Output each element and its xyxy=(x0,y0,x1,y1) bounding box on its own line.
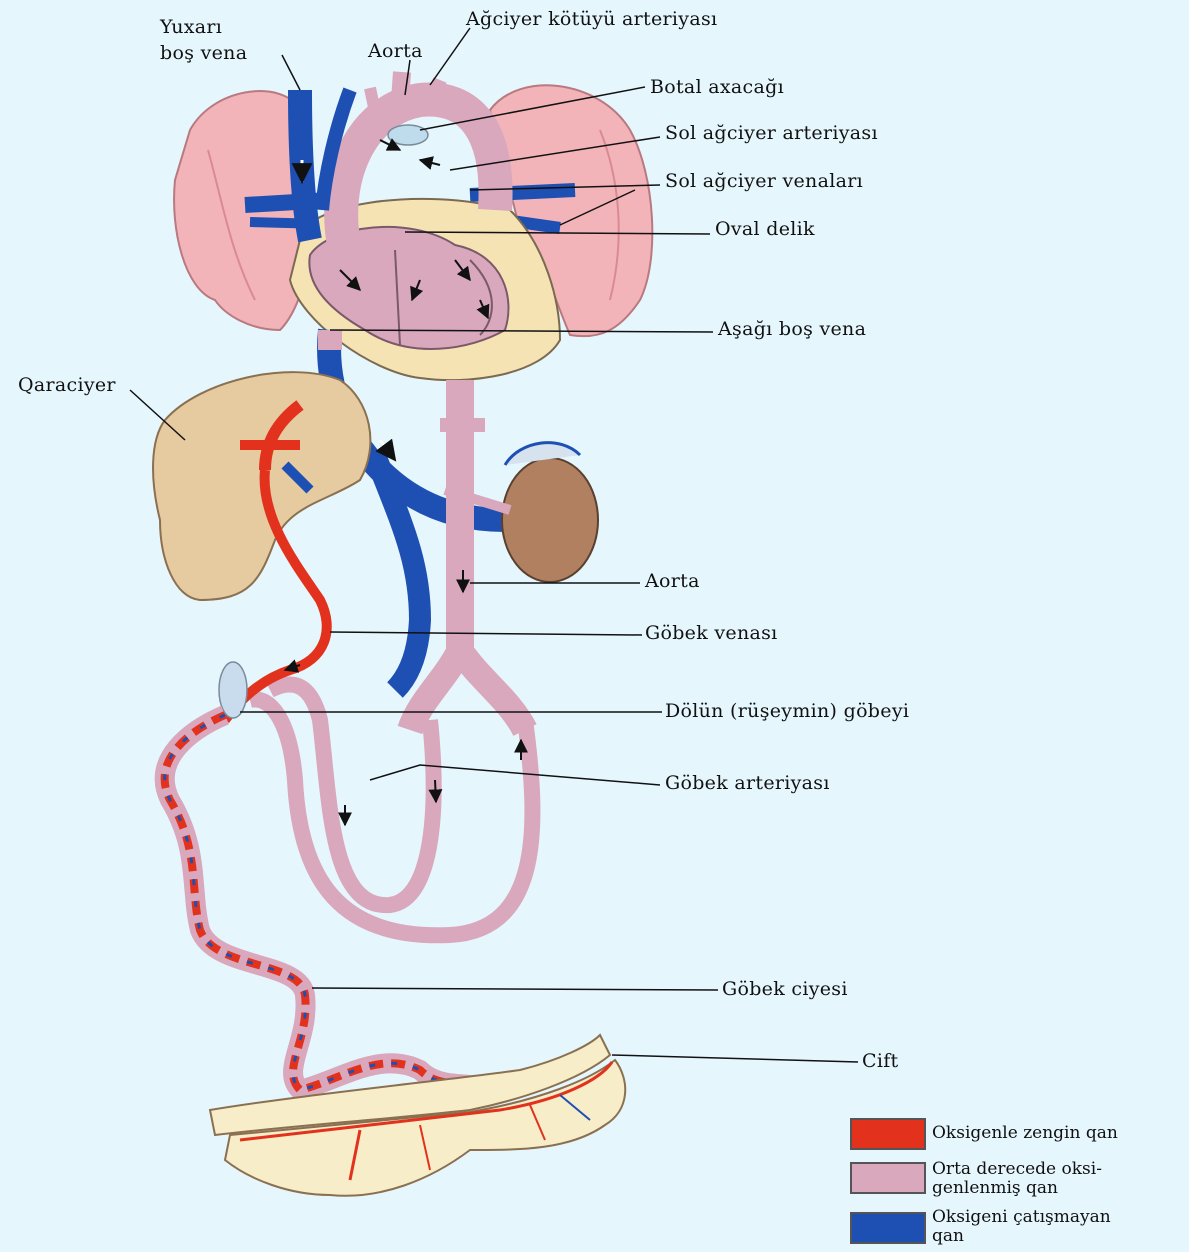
label-fetal-navel: Dölün (rüşeymin) göbeyi xyxy=(665,700,909,722)
legend-label-oxygen-poor-2: qan xyxy=(932,1227,964,1246)
legend-label-oxygen-poor-1: Oksigeni çatışmayan xyxy=(932,1208,1111,1227)
label-ductus-arteriosus: Botal axacağı xyxy=(650,76,784,98)
label-umbilical-cord: Göbek ciyesi xyxy=(722,978,848,1000)
umbilical-arteries xyxy=(250,684,532,935)
legend-label-mixed-1: Orta derecede oksi- xyxy=(932,1160,1102,1179)
label-left-pulmonary-veins: Sol ağciyer venaları xyxy=(665,170,863,192)
legend-label-oxygen-rich: Oksigenle zengin qan xyxy=(932,1124,1118,1143)
label-liver: Qaraciyer xyxy=(18,374,116,396)
label-placenta: Cift xyxy=(862,1050,898,1072)
kidney xyxy=(502,443,598,582)
label-aorta-top: Aorta xyxy=(368,40,423,62)
label-foramen-ovale: Oval delik xyxy=(715,218,815,240)
label-pulmonary-trunk: Ağciyer kötüyü arteriyası xyxy=(466,8,717,30)
legend-swatch-mixed xyxy=(850,1162,926,1194)
legend-label-mixed-2: genlenmiş qan xyxy=(932,1179,1058,1198)
descending-aorta xyxy=(410,380,525,730)
label-superior-vena-cava-1: Yuxarı xyxy=(160,16,222,38)
label-umbilical-vein: Göbek venası xyxy=(645,622,778,644)
legend-swatch-oxygen-poor xyxy=(850,1212,926,1244)
label-superior-vena-cava-2: boş vena xyxy=(160,42,247,64)
label-inferior-vena-cava: Aşağı boş vena xyxy=(718,318,866,340)
ductus-arteriosus xyxy=(388,125,428,145)
legend-swatch-oxygen-rich xyxy=(850,1118,926,1150)
label-umbilical-artery: Göbek arteriyası xyxy=(665,772,830,794)
label-left-pulmonary-artery: Sol ağciyer arteriyası xyxy=(665,122,878,144)
label-aorta-lower: Aorta xyxy=(645,570,700,592)
fetal-navel xyxy=(219,662,247,718)
